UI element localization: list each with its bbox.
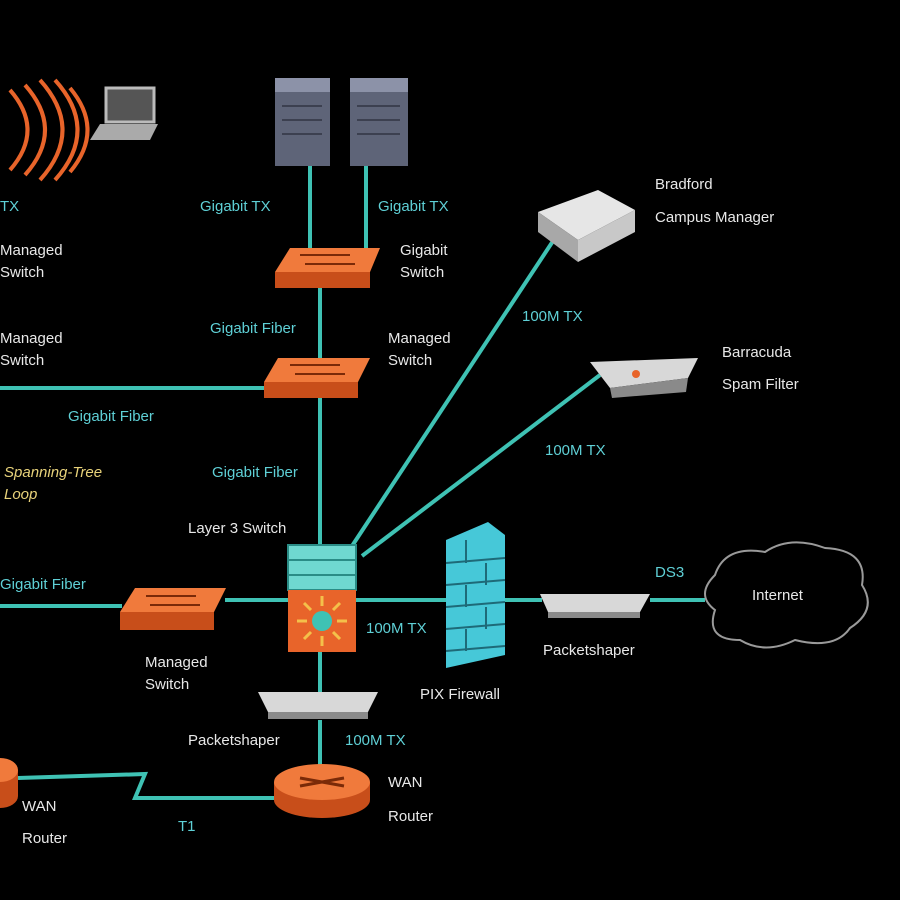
link-wan-t1 xyxy=(17,771,280,800)
layer3-switch-icon xyxy=(287,544,357,652)
server-1-icon xyxy=(275,78,330,166)
links xyxy=(0,165,705,800)
wan-router-left-label-line2: Router xyxy=(22,830,68,847)
left-switch-1-label-line2: Switch xyxy=(0,264,45,281)
wan-router-left-icon xyxy=(0,758,18,808)
ds3-link-label: DS3 xyxy=(655,564,685,581)
server1-link-label: Gigabit TX xyxy=(200,198,271,215)
link-core-to-bradford xyxy=(350,236,557,548)
core-to-firewall-link-label: 100M TX xyxy=(366,620,427,637)
internet-label: Internet xyxy=(752,587,803,604)
packetshaper-right-label: Packetshaper xyxy=(543,642,635,659)
server-2-icon xyxy=(350,78,408,166)
mid-to-left-link-label: Gigabit Fiber xyxy=(68,408,154,425)
barracuda-appliance-icon xyxy=(590,358,698,398)
packetshaper-right-icon xyxy=(540,594,650,618)
bradford-appliance-icon xyxy=(538,190,635,262)
bottom-left-switch-label-line2: Switch xyxy=(145,676,190,693)
mid-to-core-link-label: Gigabit Fiber xyxy=(212,464,298,481)
packetshaper-bottom-icon xyxy=(258,692,378,719)
top-to-mid-link-label: Gigabit Fiber xyxy=(210,320,296,337)
gigabit-switch-icon xyxy=(275,248,380,288)
managed-switch-mid-icon xyxy=(264,358,370,398)
core-to-left-link-label: Gigabit Fiber xyxy=(0,576,86,593)
gigabit-switch-label-line1: Gigabit xyxy=(400,242,448,259)
wan-router-left-label-line1: WAN xyxy=(22,798,57,815)
link-core-to-barracuda xyxy=(360,373,602,558)
spanning-tree-label-line1: Spanning-Tree xyxy=(4,464,103,481)
left-switch-2-label-line2: Switch xyxy=(0,352,45,369)
layer3-switch-label: Layer 3 Switch xyxy=(188,520,287,537)
mid-switch-label-line2: Switch xyxy=(388,352,433,369)
core-to-bradford-link-label: 100M TX xyxy=(522,308,583,325)
server2-link-label: Gigabit TX xyxy=(378,198,449,215)
bradford-label-line1: Bradford xyxy=(655,176,713,193)
left-switch-1-label-line1: Managed xyxy=(0,242,63,259)
wan-t1-link-label: T1 xyxy=(178,818,196,835)
pix-firewall-label: PIX Firewall xyxy=(420,686,501,703)
mid-switch-label-line1: Managed xyxy=(388,330,451,347)
left-switch-2-label-line1: Managed xyxy=(0,330,63,347)
core-to-packetshaper-link-label: 100M TX xyxy=(345,732,406,749)
spanning-tree-label-line2: Loop xyxy=(4,486,38,503)
gigabit-switch-label-line2: Switch xyxy=(400,264,445,281)
bottom-left-switch-label-line1: Managed xyxy=(145,654,208,671)
firewall-icon xyxy=(445,522,506,668)
wan-router-center-label-line1: WAN xyxy=(388,774,423,791)
internet-cloud-icon xyxy=(704,541,869,649)
barracuda-label-line1: Barracuda xyxy=(722,344,792,361)
laptop-icon xyxy=(90,86,158,140)
wan-router-center-icon xyxy=(274,764,370,818)
wireless-arcs-icon xyxy=(8,78,90,182)
managed-switch-bottom-left-icon xyxy=(120,588,226,630)
bradford-label-line2: Campus Manager xyxy=(655,209,775,226)
barracuda-label-line2: Spam Filter xyxy=(722,376,799,393)
packetshaper-bottom-label: Packetshaper xyxy=(188,732,280,749)
core-to-barracuda-link-label: 100M TX xyxy=(545,442,606,459)
left-tx-label: TX xyxy=(0,198,20,215)
wan-router-center-label-line2: Router xyxy=(388,808,434,825)
